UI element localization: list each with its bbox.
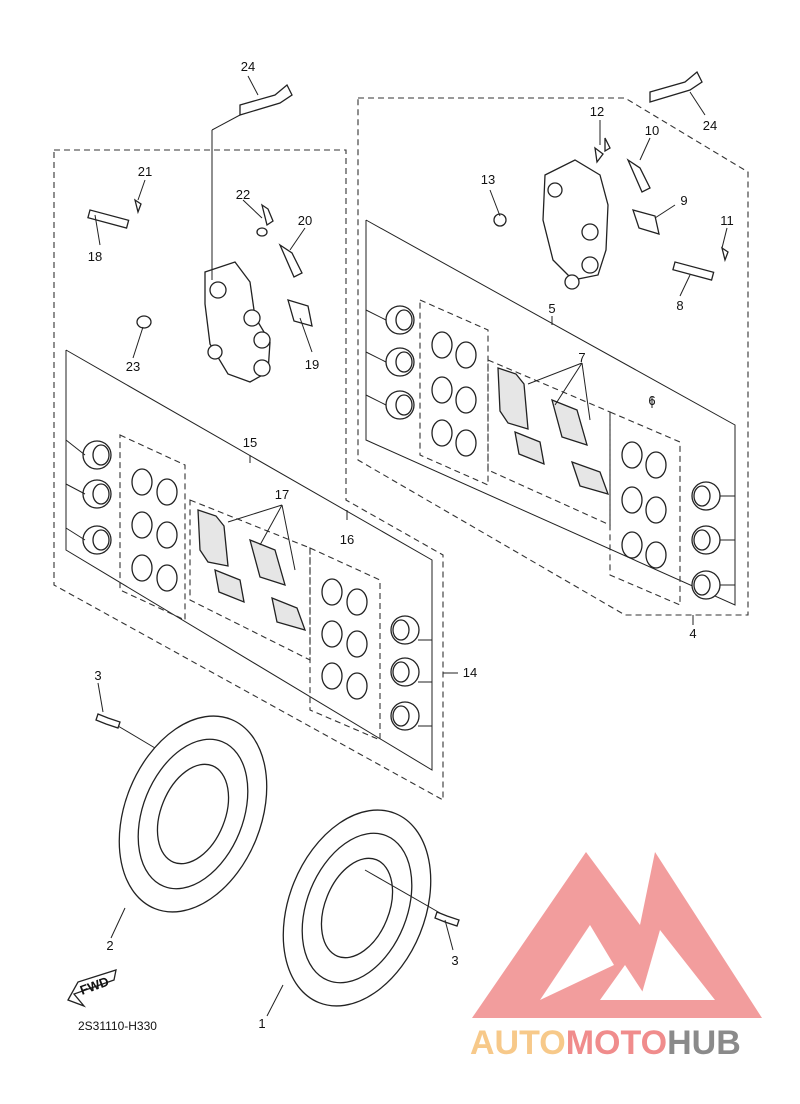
left-caliper-assembly-outline: [53, 149, 444, 801]
callout-21: 21: [138, 164, 152, 179]
left-pad-group: [189, 499, 311, 661]
callout-6: 6: [648, 393, 655, 408]
right-seal-kit-outline: [365, 219, 736, 606]
left-small-parts: [87, 83, 313, 329]
brake-disc-left: [118, 715, 268, 913]
leader-lines: [94, 75, 728, 1017]
callout-17: 17: [275, 487, 289, 502]
fwd-arrow: FWD: [67, 969, 117, 1008]
callout-12: 12: [590, 104, 604, 119]
callout-14: 14: [463, 665, 477, 680]
left-seals-a: [131, 468, 178, 592]
right-caliper-assembly-outline: [357, 97, 749, 616]
left-seal-group-b: [309, 547, 381, 741]
callout-7: 7: [578, 350, 585, 365]
left-brake-pads: [197, 509, 307, 631]
left-pistons-outer: [65, 439, 112, 555]
callout-13: 13: [481, 172, 495, 187]
right-seals-a: [431, 331, 477, 457]
callout-19: 19: [305, 357, 319, 372]
disc-bolts: [95, 713, 460, 927]
callout-24-right: 24: [703, 118, 717, 133]
brake-disc-right: [282, 809, 432, 1007]
callout-labels: 1 2 3 3 4 5 6 7 8 9 10 11 12 13 14 15 16…: [88, 59, 734, 1031]
callout-1: 1: [258, 1016, 265, 1031]
callout-2: 2: [106, 938, 113, 953]
callout-3-left: 3: [94, 668, 101, 683]
watermark-logo: [472, 852, 762, 1018]
watermark-auto: AUTO: [470, 1024, 566, 1062]
callout-20: 20: [298, 213, 312, 228]
watermark-hub: HUB: [667, 1024, 741, 1062]
callout-15: 15: [243, 435, 257, 450]
callout-18: 18: [88, 249, 102, 264]
callout-22: 22: [236, 187, 250, 202]
callout-9: 9: [680, 193, 687, 208]
callout-11: 11: [720, 213, 734, 228]
left-caliper-body: [204, 261, 271, 383]
right-pistons-outer: [365, 305, 415, 420]
callout-24-left: 24: [241, 59, 255, 74]
right-seal-group-b: [609, 411, 681, 606]
callout-8: 8: [676, 298, 683, 313]
left-pistons-inner: [390, 615, 432, 731]
right-pistons-inner: [691, 481, 735, 600]
right-pad-group: [487, 359, 611, 526]
right-small-parts: [493, 70, 729, 281]
right-caliper-body: [542, 159, 609, 290]
right-seal-group-a: [419, 299, 489, 486]
callout-5: 5: [548, 301, 555, 316]
callout-4: 4: [689, 626, 696, 641]
right-seals-b: [621, 441, 667, 569]
callout-16: 16: [340, 532, 354, 547]
watermark-moto: MOTO: [566, 1024, 667, 1062]
fwd-label: FWD: [78, 974, 111, 998]
callout-3-right: 3: [451, 953, 458, 968]
callout-23: 23: [126, 359, 140, 374]
left-seals-b: [321, 578, 368, 700]
callout-10: 10: [645, 123, 659, 138]
watermark-text: AUTOMOTOHUB: [470, 1024, 741, 1062]
drawing-code: 2S31110-H330: [78, 1019, 157, 1033]
right-brake-pads: [497, 367, 610, 495]
left-seal-kit-outline: [65, 349, 433, 771]
